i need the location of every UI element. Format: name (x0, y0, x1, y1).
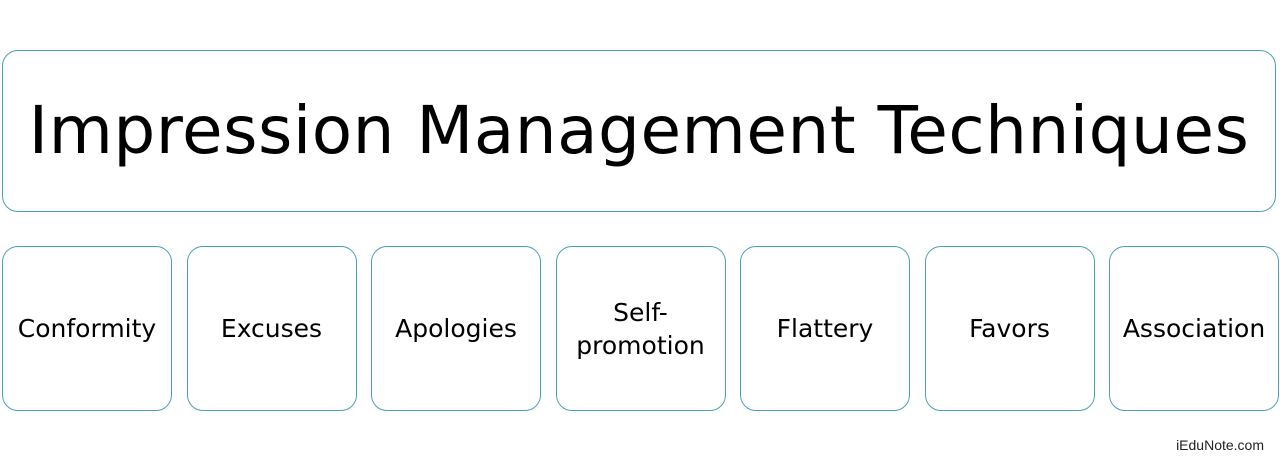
technique-box-self-promotion: Self- promotion (555, 246, 726, 411)
technique-box-excuses: Excuses (186, 246, 357, 411)
source-watermark: iEduNote.com (1176, 437, 1264, 453)
technique-label: Self- promotion (576, 297, 705, 360)
technique-label: Conformity (17, 314, 157, 343)
technique-box-favors: Favors (924, 246, 1095, 411)
technique-label: Favors (969, 314, 1050, 343)
technique-label: Excuses (220, 314, 323, 343)
technique-box-conformity: Conformity (2, 246, 172, 411)
technique-box-apologies: Apologies (371, 246, 541, 411)
diagram-title: Impression Management Techniques (28, 92, 1250, 169)
technique-label: Apologies (395, 314, 517, 343)
technique-list: Conformity Excuses Apologies Self- promo… (2, 246, 1279, 411)
technique-box-flattery: Flattery (740, 246, 910, 411)
technique-box-association: Association (1109, 246, 1279, 411)
technique-label: Flattery (776, 314, 874, 343)
title-box: Impression Management Techniques (2, 50, 1276, 212)
technique-label: Association (1122, 314, 1266, 343)
